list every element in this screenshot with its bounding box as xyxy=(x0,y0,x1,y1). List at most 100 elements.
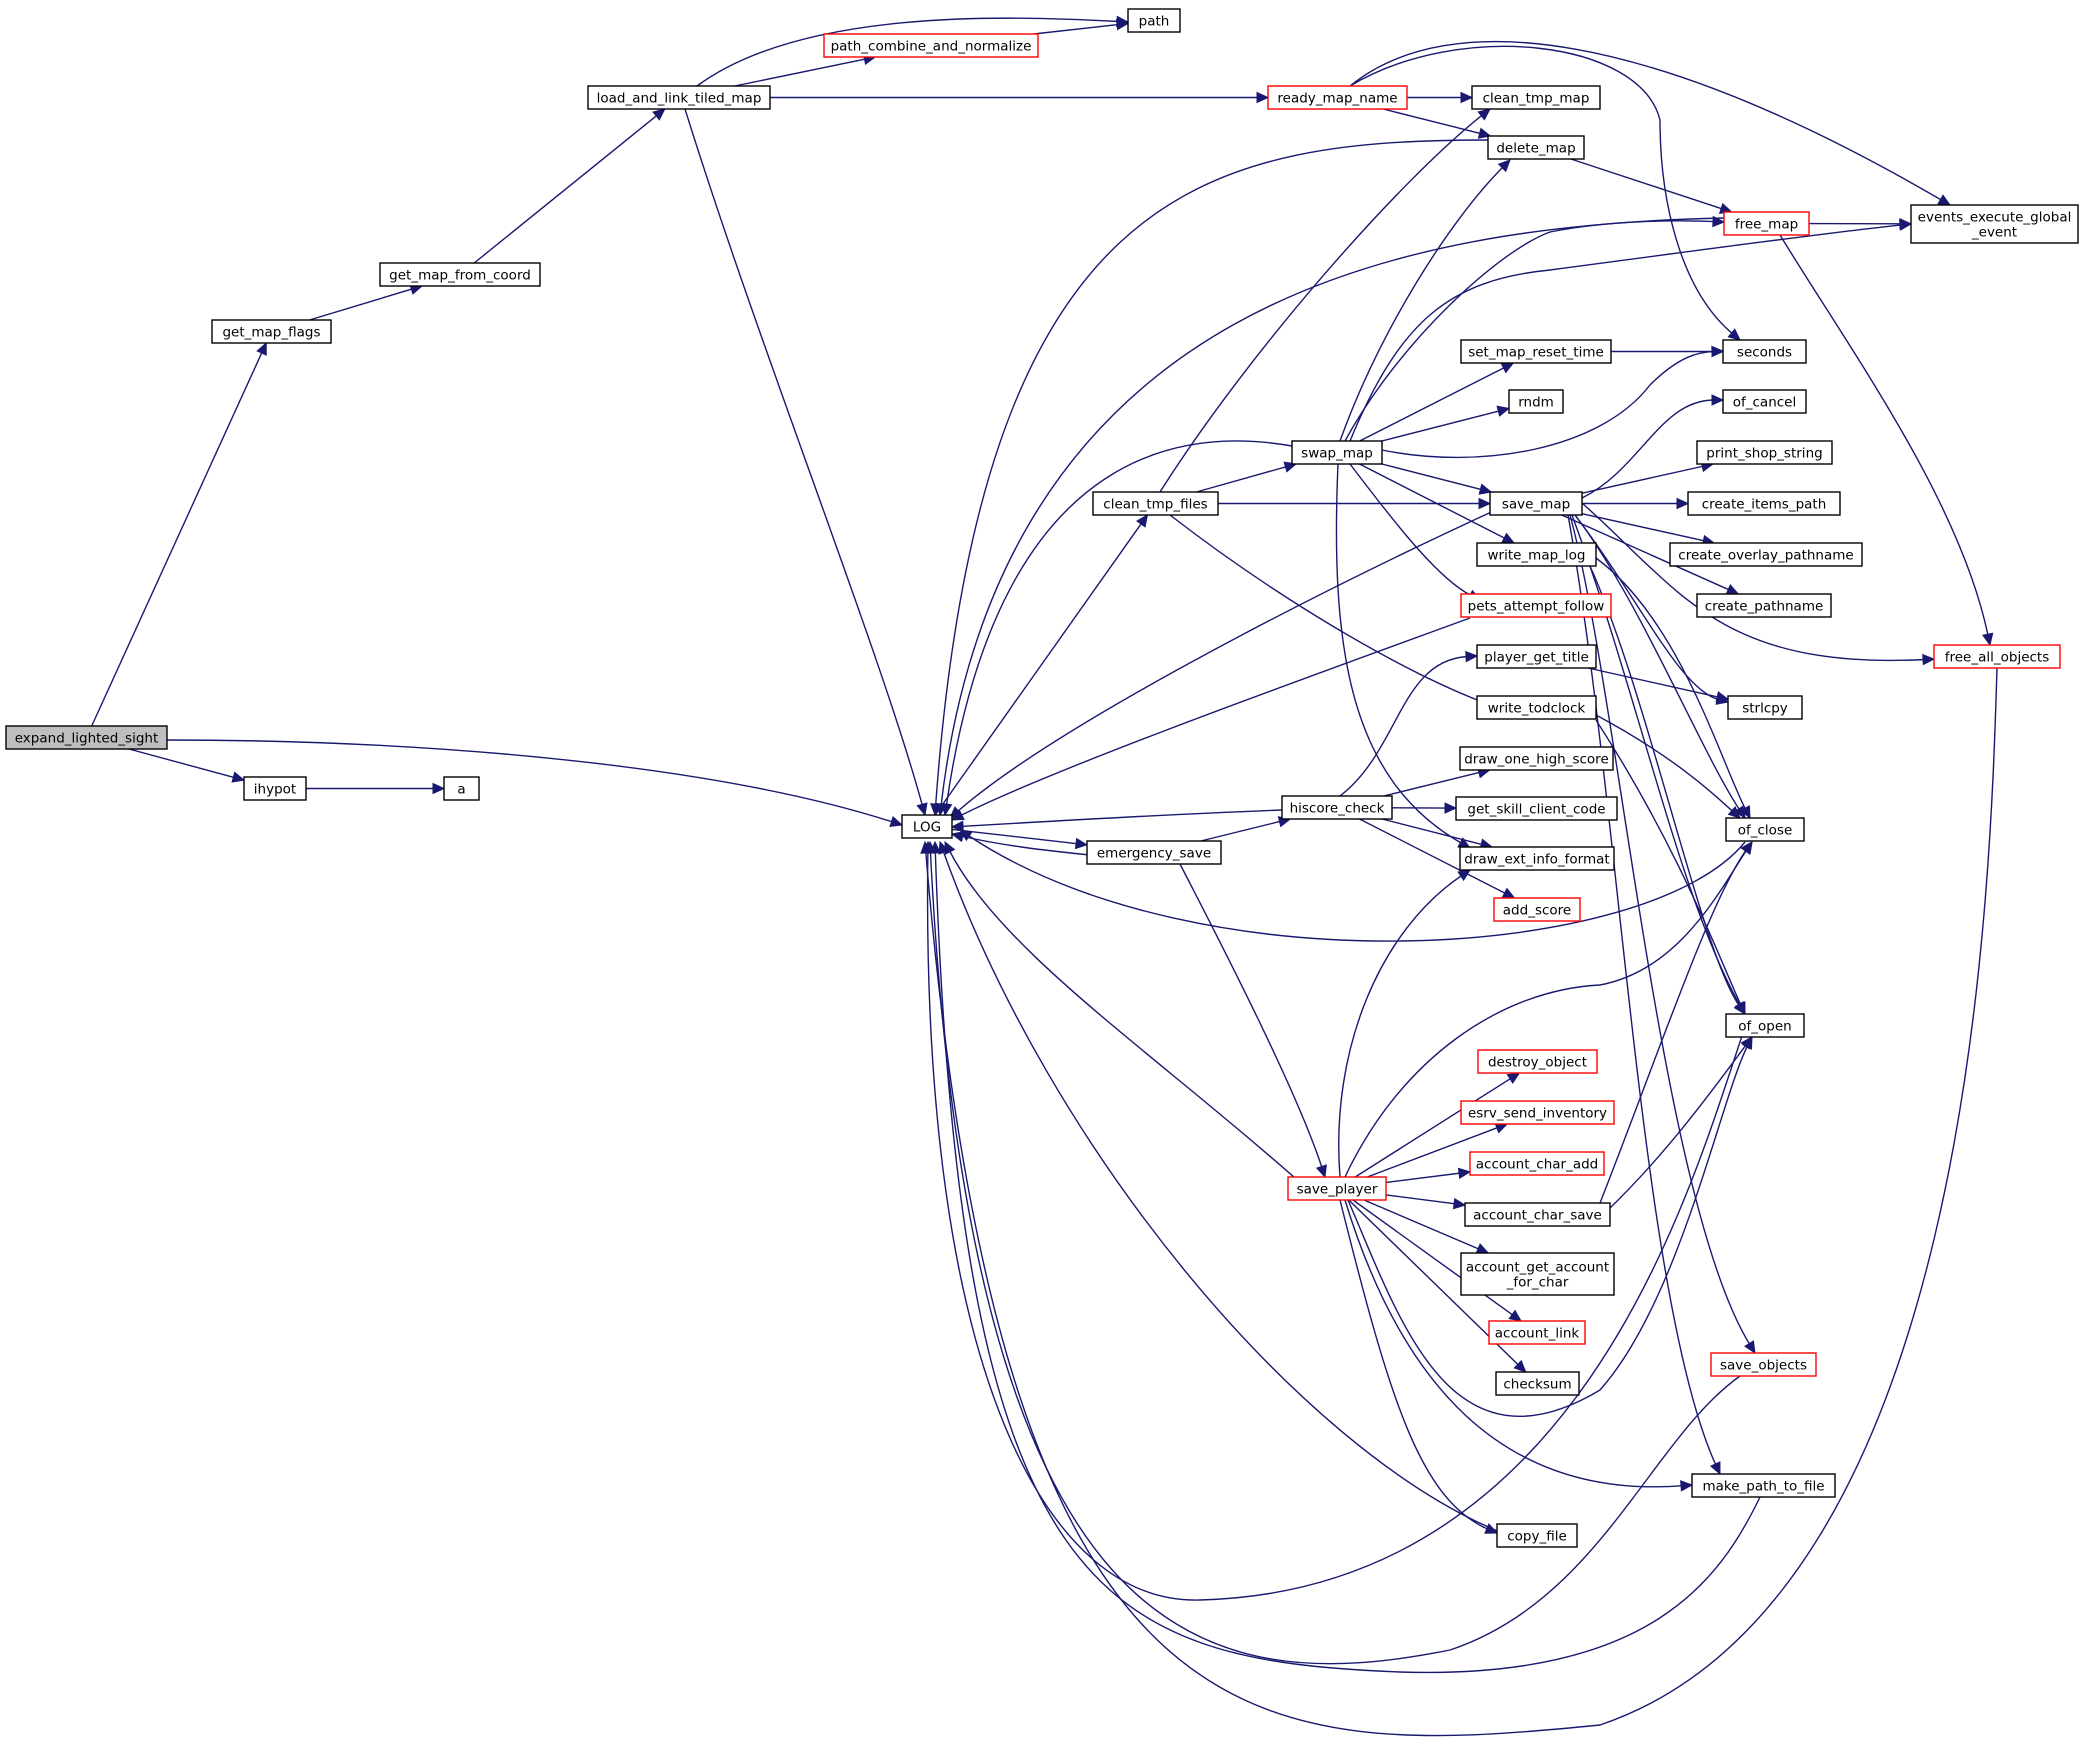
node-clean-tmp-map[interactable]: clean_tmp_map xyxy=(1471,85,1601,110)
node-label: write_todclock xyxy=(1488,701,1586,717)
node-delete-map[interactable]: delete_map xyxy=(1487,135,1585,160)
node-hiscore-check[interactable]: hiscore_check xyxy=(1281,795,1393,820)
edge-save_map-to-of_cancel xyxy=(1581,399,1715,499)
node-ihypot[interactable]: ihypot xyxy=(243,776,307,801)
node-create-overlay-pathname[interactable]: create_overlay_pathname xyxy=(1669,542,1863,567)
arrowhead-clean_tmp_files-to-save_map xyxy=(1478,497,1492,510)
node-create-pathname[interactable]: create_pathname xyxy=(1696,593,1832,618)
edge-swap_map-to-save_map xyxy=(1381,463,1483,491)
node-emergency-save[interactable]: emergency_save xyxy=(1086,840,1222,865)
edge-delete_map-to-free_map xyxy=(1570,158,1724,210)
node-player-get-title[interactable]: player_get_title xyxy=(1476,644,1597,669)
node-account-char-add[interactable]: account_char_add xyxy=(1469,1151,1605,1176)
arrowhead-clean_tmp_files-to-clean_tmp_map xyxy=(1477,108,1491,121)
node-get-skill-client-code[interactable]: get_skill_client_code xyxy=(1455,796,1618,821)
node-get-map-from-coord[interactable]: get_map_from_coord xyxy=(379,262,541,287)
node-clean-tmp-files[interactable]: clean_tmp_files xyxy=(1092,491,1219,516)
node-strlcpy[interactable]: strlcpy xyxy=(1727,695,1803,720)
edge-swap_map-to-rndm xyxy=(1381,410,1501,442)
edge-save_player-to-account_link xyxy=(1352,1199,1515,1317)
node-label: copy_file xyxy=(1507,1529,1567,1545)
node-box xyxy=(1476,542,1597,567)
node-free-map[interactable]: free_map xyxy=(1723,211,1810,236)
edge-of_close-to-LOG xyxy=(967,834,1746,942)
edge-swap_map-to-free_map xyxy=(1344,220,1716,442)
node-destroy-object[interactable]: destroy_object xyxy=(1477,1049,1598,1074)
node-save-objects[interactable]: save_objects xyxy=(1710,1352,1817,1377)
node-box xyxy=(1092,491,1219,516)
node-a[interactable]: a xyxy=(443,776,480,801)
node-draw-ext-info-format[interactable]: draw_ext_info_format xyxy=(1459,846,1615,871)
node-box xyxy=(1696,593,1832,618)
node-label: save_objects xyxy=(1720,1358,1807,1374)
edge-expand_lighted_sight-to-get_map_flags xyxy=(91,350,264,727)
node-ready-map-name[interactable]: ready_map_name xyxy=(1267,85,1408,110)
edge-load_and_link_tiled_map-to-LOG xyxy=(684,108,924,807)
node-of-close[interactable]: of_close xyxy=(1725,817,1805,842)
node-esrv-send-inventory[interactable]: esrv_send_inventory xyxy=(1460,1100,1615,1125)
node-box xyxy=(5,725,168,750)
arrowhead-free_map-to-events_execute_global_event xyxy=(1899,218,1913,230)
arrowhead-expand_lighted_sight-to-LOG xyxy=(889,815,904,827)
node-LOG[interactable]: LOG xyxy=(901,814,953,839)
node-account-char-save[interactable]: account_char_save xyxy=(1464,1202,1611,1227)
node-account-link[interactable]: account_link xyxy=(1488,1320,1586,1345)
node-rndm[interactable]: rndm xyxy=(1508,389,1564,414)
node-of-cancel[interactable]: of_cancel xyxy=(1722,389,1807,414)
arrowhead-free_map-to-LOG xyxy=(935,802,948,817)
node-write-map-log[interactable]: write_map_log xyxy=(1476,542,1597,567)
node-label: _for_char xyxy=(1506,1275,1569,1291)
edge-layer xyxy=(91,15,1998,1737)
arrowhead-save_player-to-account_link xyxy=(1508,1309,1523,1322)
node-draw-one-high-score[interactable]: draw_one_high_score xyxy=(1459,746,1614,771)
node-save-map[interactable]: save_map xyxy=(1489,491,1583,516)
node-box xyxy=(1489,491,1583,516)
edge-save_map-to-create_overlay_pathname xyxy=(1581,513,1706,542)
arrowhead-of_close-to-LOG xyxy=(958,829,973,842)
edge-free_map-to-LOG xyxy=(940,217,1725,807)
node-free-all-objects[interactable]: free_all_objects xyxy=(1933,644,2061,669)
edge-get_map_flags-to-get_map_from_coord xyxy=(309,287,414,321)
node-get-map-flags[interactable]: get_map_flags xyxy=(211,319,332,344)
node-box xyxy=(1476,695,1597,720)
node-label: delete_map xyxy=(1496,141,1575,157)
node-make-path-to-file[interactable]: make_path_to_file xyxy=(1691,1473,1836,1498)
arrowhead-set_map_reset_time-to-seconds xyxy=(1711,345,1725,358)
arrowhead-make_path_to_file-to-LOG xyxy=(929,840,942,854)
node-of-open[interactable]: of_open xyxy=(1725,1013,1805,1038)
node-label: draw_ext_info_format xyxy=(1464,852,1609,868)
node-label: set_map_reset_time xyxy=(1468,345,1604,361)
arrowhead-emergency_save-to-LOG xyxy=(950,830,965,843)
node-path[interactable]: path xyxy=(1127,8,1181,33)
node-label: swap_map xyxy=(1301,446,1373,462)
node-load-and-link-tiled-map[interactable]: load_and_link_tiled_map xyxy=(587,85,771,110)
edge-save_player-to-of_close xyxy=(1344,849,1748,1178)
node-expand-lighted-sight[interactable]: expand_lighted_sight xyxy=(5,725,168,750)
node-path-combine-and-normalize[interactable]: path_combine_and_normalize xyxy=(823,33,1039,58)
node-label: ihypot xyxy=(254,782,296,798)
node-label: a xyxy=(457,782,465,798)
node-swap-map[interactable]: swap_map xyxy=(1291,440,1383,465)
node-save-player[interactable]: save_player xyxy=(1287,1176,1387,1201)
node-label: free_all_objects xyxy=(1945,650,2050,666)
edge-get_map_from_coord-to-load_and_link_tiled_map xyxy=(473,114,659,264)
node-set-map-reset-time[interactable]: set_map_reset_time xyxy=(1460,339,1612,364)
node-box xyxy=(1460,1100,1615,1125)
node-add-score[interactable]: add_score xyxy=(1493,897,1581,922)
node-print-shop-string[interactable]: print_shop_string xyxy=(1696,440,1833,465)
node-label: account_link xyxy=(1495,1326,1580,1342)
node-pets-attempt-follow[interactable]: pets_attempt_follow xyxy=(1460,593,1612,618)
node-events-execute-global-event[interactable]: events_execute_global_event xyxy=(1910,204,2079,244)
node-write-todclock[interactable]: write_todclock xyxy=(1476,695,1597,720)
node-seconds[interactable]: seconds xyxy=(1722,339,1807,364)
node-box xyxy=(1471,85,1601,110)
edge-swap_map-to-write_map_log xyxy=(1359,463,1507,540)
node-checksum[interactable]: checksum xyxy=(1495,1371,1580,1396)
node-box xyxy=(443,776,480,801)
node-account-get-account-for-char[interactable]: account_get_account_for_char xyxy=(1460,1252,1615,1296)
node-create-items-path[interactable]: create_items_path xyxy=(1687,491,1841,516)
node-copy-file[interactable]: copy_file xyxy=(1496,1523,1578,1548)
arrowhead-hiscore_check-to-player_get_title xyxy=(1465,650,1479,663)
arrowhead-path_combine_and_normalize-to-path xyxy=(1115,18,1130,31)
arrowhead-account_char_save-to-of_close xyxy=(1740,841,1753,855)
